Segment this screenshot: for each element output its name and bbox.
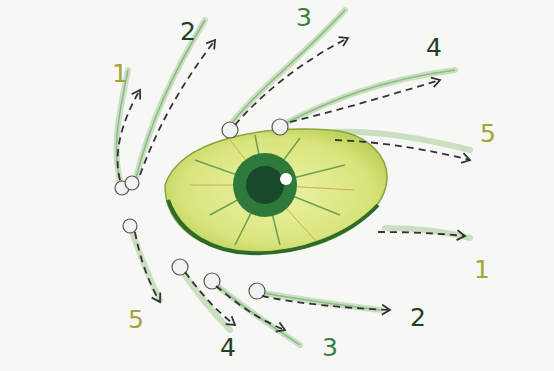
callout-number: 3: [296, 4, 312, 32]
eyelash-line: [116, 10, 455, 345]
callout-number: 1: [112, 60, 128, 88]
callout-number: 3: [322, 334, 338, 362]
callout-number: 5: [128, 306, 144, 334]
callout-number: 5: [480, 120, 496, 148]
lash-root: [115, 119, 288, 299]
callout-number: 4: [220, 334, 236, 362]
eyeball: [165, 129, 387, 253]
callout-number: 1: [474, 256, 490, 284]
pupil: [246, 166, 284, 204]
highlight: [280, 173, 292, 185]
callout-number: 2: [410, 304, 426, 332]
callout-number: 4: [426, 34, 442, 62]
direction-arrow: [118, 38, 470, 330]
callout-number: 2: [180, 18, 196, 46]
iris-rays: [195, 135, 345, 245]
eyelash: [116, 10, 470, 345]
iris: [233, 153, 297, 217]
